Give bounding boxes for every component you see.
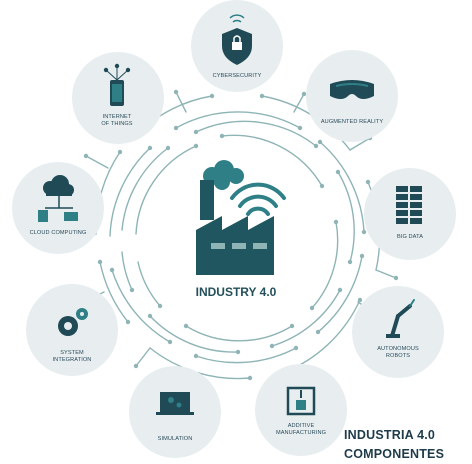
additive-manufacturing-node: ADDITIVE MANUFACTURING <box>276 386 326 436</box>
laptop-gears-icon <box>156 392 194 415</box>
cloud-network-icon <box>38 175 78 222</box>
system-integration-label-1: SYSTEM <box>60 350 84 356</box>
smartphone-network-icon <box>103 63 131 106</box>
big-data-label: BIG DATA <box>397 234 423 240</box>
autonomous-robots-label-2: ROBOTS <box>386 353 410 359</box>
system-integration-label-2: INTEGRATION <box>53 357 92 363</box>
internet-of-things-node: INTERNET OF THINGS <box>101 63 133 127</box>
caption-subtitle: COMPONENTES <box>344 447 445 461</box>
augmented-reality-node: AUGMENTED REALITY <box>321 80 383 125</box>
caption-title: INDUSTRIA 4.0 <box>344 428 436 442</box>
additive-manufacturing-label-2: MANUFACTURING <box>276 430 326 436</box>
cybersecurity-label: CYBERSECURITY <box>213 73 262 79</box>
simulation-label: SIMULATION <box>158 436 193 442</box>
factory-icon <box>196 160 274 275</box>
wifi-icon <box>229 14 245 23</box>
center-label: INDUSTRY 4.0 <box>196 285 277 299</box>
internet-of-things-label-1: INTERNET <box>103 114 132 120</box>
big-data-node: BIG DATA <box>396 186 423 240</box>
gears-icon <box>58 308 88 336</box>
cloud-computing-label: CLOUD COMPUTING <box>30 230 87 236</box>
3d-printer-icon <box>286 386 316 416</box>
autonomous-robots-node: AUTONOMOUS ROBOTS <box>377 299 419 359</box>
server-rack-icon <box>396 186 422 224</box>
augmented-reality-label: AUGMENTED REALITY <box>321 119 383 125</box>
cybersecurity-node: CYBERSECURITY <box>213 14 262 79</box>
internet-of-things-label-2: OF THINGS <box>101 121 132 127</box>
additive-manufacturing-label-1: ADDITIVE <box>288 423 315 429</box>
wifi-signal-icon <box>230 182 286 216</box>
cloud-computing-node: CLOUD COMPUTING <box>30 175 87 236</box>
autonomous-robots-label-1: AUTONOMOUS <box>377 346 419 352</box>
system-integration-node: SYSTEM INTEGRATION <box>53 308 92 363</box>
vr-headset-icon <box>330 80 374 99</box>
simulation-node: SIMULATION <box>156 392 194 442</box>
shield-icon <box>222 28 252 65</box>
robot-arm-icon <box>386 299 415 338</box>
circuit-rings <box>73 91 397 393</box>
